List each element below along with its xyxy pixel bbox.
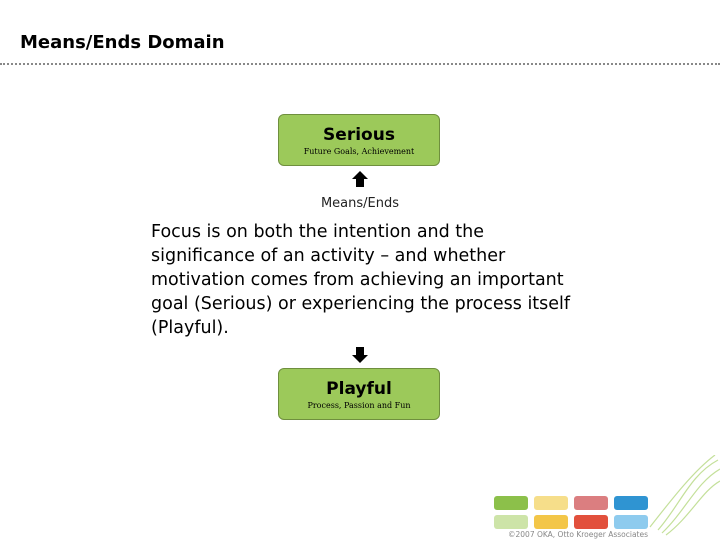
logo-tile xyxy=(534,496,568,510)
serious-box: Serious Future Goals, Achievement xyxy=(278,114,440,166)
oka-logo xyxy=(494,455,720,536)
serious-box-title: Serious xyxy=(323,125,395,145)
playful-box-subtitle: Process, Passion and Fun xyxy=(307,401,411,410)
copyright-text: ©2007 OKA, Otto Kroeger Associates xyxy=(508,530,648,539)
means-ends-label: Means/Ends xyxy=(320,196,400,211)
description-text: Focus is on both the intention and the s… xyxy=(151,222,571,338)
color-tile-grid xyxy=(494,496,648,529)
logo-tile xyxy=(614,515,648,529)
title-divider xyxy=(0,63,720,65)
arrow-down-icon xyxy=(352,347,368,363)
serious-box-subtitle: Future Goals, Achievement xyxy=(303,147,415,156)
logo-tile xyxy=(574,515,608,529)
decorative-swirl xyxy=(649,455,720,536)
arrow-up-icon xyxy=(352,171,368,187)
playful-box: Playful Process, Passion and Fun xyxy=(278,368,440,420)
logo-tile xyxy=(614,496,648,510)
logo-tile xyxy=(574,496,608,510)
logo-tile xyxy=(494,496,528,510)
page-title: Means/Ends Domain xyxy=(20,32,225,53)
logo-tile xyxy=(494,515,528,529)
playful-box-title: Playful xyxy=(326,379,392,399)
logo-tile xyxy=(534,515,568,529)
